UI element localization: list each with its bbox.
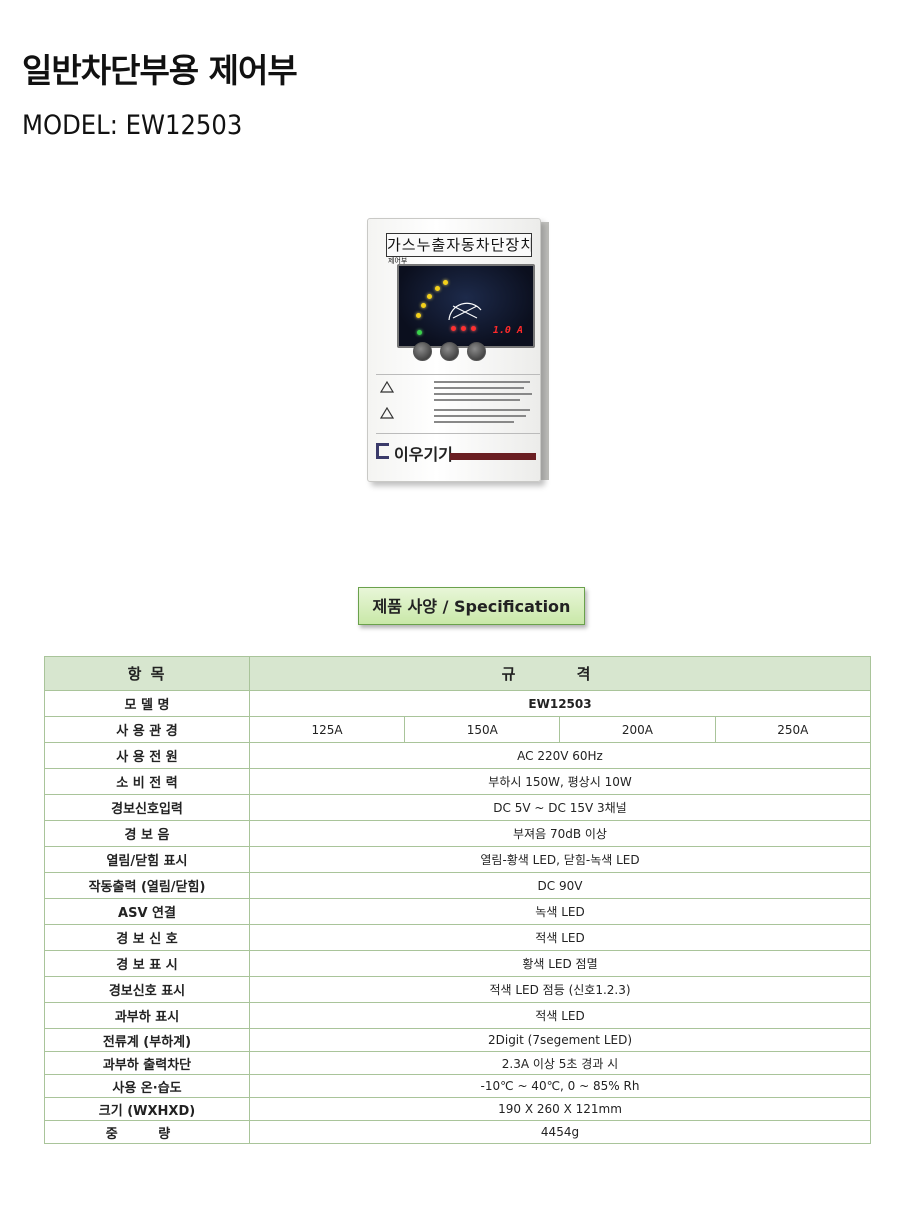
spec-table: 항 목 규 격 모 델 명 EW12503 사 용 관 경 125A 150A … [44,656,872,1144]
device-contact-strip [450,453,536,460]
header-item: 항 목 [44,656,250,691]
spec-key: 사용 온·습도 [44,1074,250,1098]
spec-key: 열림/닫힘 표시 [44,846,250,873]
current-display: 1.0 A [492,325,523,336]
spec-key: 사 용 전 원 [44,742,250,769]
spec-key: 크기 (WXHXD) [44,1097,250,1121]
valve-icon [448,302,482,321]
table-row: 사 용 관 경 125A 150A 200A 250A [44,716,872,743]
spec-value: 150A [404,716,561,743]
spec-key: 소 비 전 력 [44,768,250,795]
header-spec: 규 격 [249,656,871,691]
spec-value: 황색 LED 점멸 [249,950,871,977]
led-indicator [471,326,476,331]
led-indicator [435,286,440,291]
product-image: 가스누출자동차단장치 제어부 1.0 A [367,218,551,483]
led-indicator [443,280,448,285]
led-indicator [461,326,466,331]
spec-key: 중 량 [44,1120,250,1144]
spec-key: 전류계 (부하계) [44,1028,250,1052]
spec-value: 부하시 150W, 평상시 10W [249,768,871,795]
spec-value: 2.3A 이상 5초 경과 시 [249,1051,871,1075]
control-button [440,342,459,361]
spec-key: 작동출력 (열림/닫힘) [44,872,250,899]
spec-value: 적색 LED [249,924,871,951]
spec-value: 200A [559,716,716,743]
spec-value: 125A [248,716,406,743]
table-header-row: 항 목 규 격 [44,656,871,691]
device-side [539,222,549,480]
spec-key: ASV 연결 [44,898,250,925]
spec-key: 경 보 신 호 [44,924,250,951]
led-indicator [421,303,426,308]
led-indicator [416,313,421,318]
spec-value: 190 X 260 X 121mm [249,1097,871,1121]
spec-value: AC 220V 60Hz [249,742,871,769]
table-row: 모 델 명 EW12503 [44,690,871,717]
spec-value: EW12503 [249,690,871,717]
table-row: 사용 온·습도-10℃ ~ 40℃, 0 ~ 85% Rh [44,1074,871,1098]
brand-logo [376,443,389,459]
warning-icon [380,381,394,393]
table-row: 크기 (WXHXD)190 X 260 X 121mm [44,1097,871,1121]
spec-key: 모 델 명 [44,690,250,717]
spec-key: 경보신호입력 [44,794,250,821]
spec-value: 열림-황색 LED, 닫힘-녹색 LED [249,846,871,873]
spec-heading: 제품 사양 / Specification [358,587,585,625]
spec-value: 2Digit (7segement LED) [249,1028,871,1052]
spec-key: 경 보 표 시 [44,950,250,977]
model-number: MODEL: EW12503 [22,110,243,141]
spec-value: DC 5V ~ DC 15V 3채널 [249,794,871,821]
device-body: 가스누출자동차단장치 제어부 1.0 A [367,218,541,482]
led-indicator [427,294,432,299]
device-display-panel: 1.0 A [397,264,535,348]
led-indicator [417,330,422,335]
control-button [413,342,432,361]
device-label: 가스누출자동차단장치 [386,233,532,257]
spec-value: 적색 LED [249,1002,871,1029]
warning-area [376,374,540,434]
led-indicator [451,326,456,331]
control-button [467,342,486,361]
spec-key: 사 용 관 경 [44,716,250,743]
spec-value: 250A [714,716,872,743]
spec-value: 부져음 70dB 이상 [249,820,871,847]
table-row: 작동출력 (열림/닫힘)DC 90V [44,872,871,899]
spec-value: DC 90V [249,872,871,899]
spec-value: 적색 LED 점등 (신호1.2.3) [249,976,871,1003]
spec-key: 과부하 출력차단 [44,1051,250,1075]
device-brand: 이우기기 [394,445,453,464]
spec-value: 4454g [249,1120,871,1144]
spec-key: 과부하 표시 [44,1002,250,1029]
spec-key: 경보신호 표시 [44,976,250,1003]
table-row: 전류계 (부하계)2Digit (7segement LED) [44,1028,871,1052]
spec-key: 경 보 음 [44,820,250,847]
spec-value: 녹색 LED [249,898,871,925]
warning-icon [380,407,394,419]
device-sublabel: 제어부 [388,257,408,265]
spec-value: -10℃ ~ 40℃, 0 ~ 85% Rh [249,1074,871,1098]
page-title: 일반차단부용 제어부 [22,51,298,90]
